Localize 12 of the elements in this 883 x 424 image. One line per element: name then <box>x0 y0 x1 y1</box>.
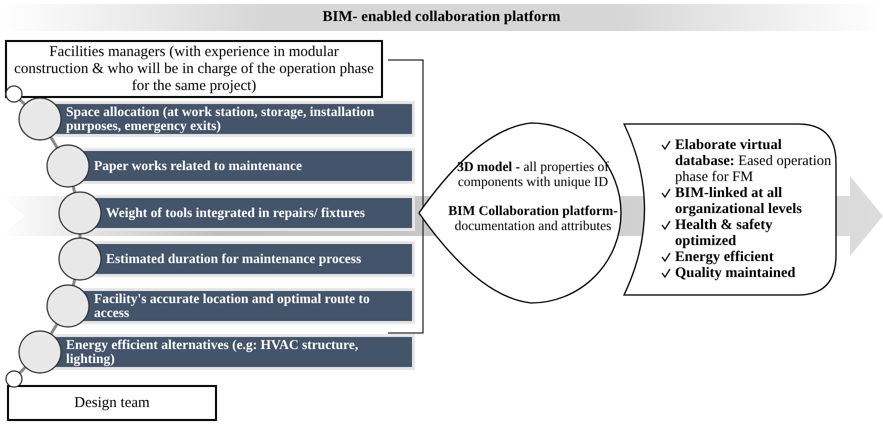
benefit-text: Energy efficient <box>675 249 774 265</box>
description-text: BIM Collaboration platform- documentation and attributes <box>448 203 618 233</box>
benefits-panel <box>623 123 837 296</box>
benefit-text: Quality maintained <box>675 265 796 281</box>
benefit-text: BIM-linked at all organizational levels <box>675 185 803 217</box>
connector-line <box>49 136 59 149</box>
role-box: Facilities managers (with experience in modular construction & who will be in charge of the operation phase for the same project) <box>5 40 383 98</box>
benefit-text: Health & safety optimized <box>675 217 774 249</box>
teardrop-shape <box>418 121 622 305</box>
role-box: Design team <box>7 385 217 421</box>
benefit-text: Elaborate virtual database: Eased operation phase for FM <box>675 137 832 185</box>
connector-line <box>50 323 58 335</box>
